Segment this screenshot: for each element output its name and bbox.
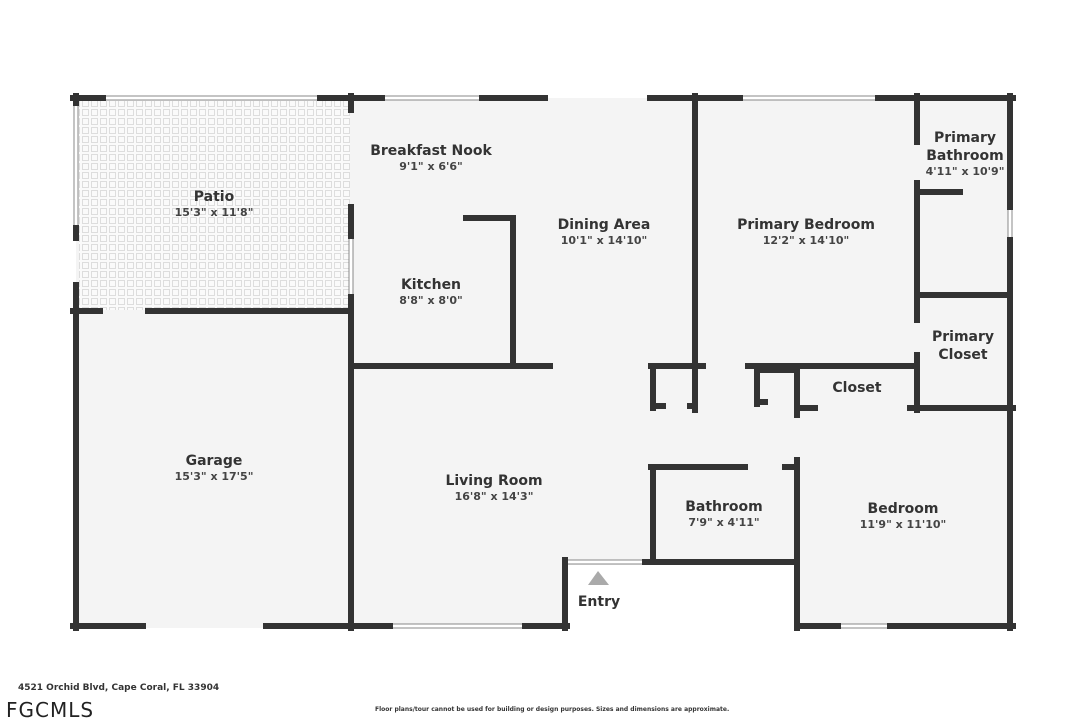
room-name: Entry: [577, 594, 621, 610]
room-name: Closet: [832, 380, 882, 396]
room-dims: 10'1" x 14'10": [560, 234, 648, 247]
room-dims: 4'11" x 10'9": [925, 165, 1005, 178]
room-entry: Entry: [578, 593, 620, 611]
room-dims: 11'9" x 11'10": [859, 518, 947, 531]
room-dims: 15'3" x 17'5": [174, 470, 254, 483]
patio-tiles: [79, 101, 350, 310]
room-name: Primary Bathroom: [926, 130, 1004, 164]
room-name: Breakfast Nook: [370, 143, 492, 159]
room-name: Kitchen: [400, 277, 462, 293]
entry-arrow-icon: [588, 571, 609, 585]
room-name: Primary Closet: [931, 329, 995, 363]
room-name: Living Room: [445, 473, 543, 489]
room-name: Dining Area: [557, 217, 651, 233]
room-name: Bathroom: [685, 499, 763, 515]
room-dims: 8'8" x 8'0": [399, 294, 463, 307]
room-dims: 15'3" x 11'8": [174, 206, 254, 219]
room-name: Patio: [193, 189, 235, 205]
entry-outside: [567, 565, 795, 630]
room-name: Primary Bedroom: [737, 217, 875, 233]
room-name: Garage: [185, 453, 243, 469]
room-dims: 7'9" x 4'11": [688, 516, 760, 529]
room-primary-closet: Primary Closet: [923, 328, 1003, 364]
room-closet: Closet: [832, 379, 881, 397]
address: 4521 Orchid Blvd, Cape Coral, FL 33904: [18, 683, 220, 693]
room-dims: 16'8" x 14'3": [454, 490, 534, 503]
walls: [70, 93, 1016, 631]
room-dims: 9'1" x 6'6": [399, 160, 463, 173]
room-name: Bedroom: [867, 501, 939, 517]
room-dims: 12'2" x 14'10": [762, 234, 850, 247]
disclaimer: Floor plans/tour cannot be used for buil…: [375, 706, 730, 713]
mls-logo: FGCMLS: [6, 698, 95, 722]
